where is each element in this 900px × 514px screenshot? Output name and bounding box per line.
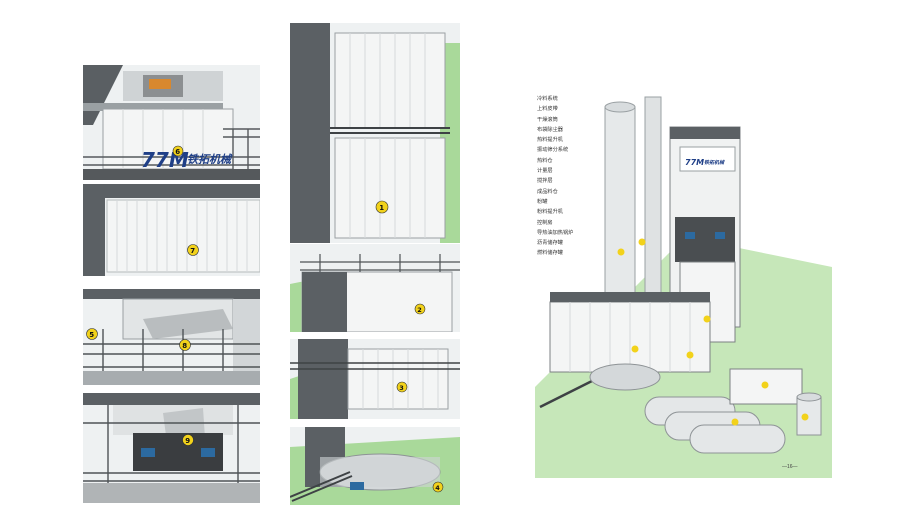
legend-item: 冷料系统 bbox=[537, 96, 558, 102]
page-number: —16— bbox=[782, 464, 798, 470]
legend-item: 计量层 bbox=[537, 168, 553, 175]
detail-panel-feed-belt: 2 bbox=[290, 244, 460, 332]
legend-item: 控制房 bbox=[537, 219, 553, 226]
legend-item: 燃料储存罐 bbox=[537, 250, 563, 257]
plant-overview-illustration: 77M 铁拓机械 bbox=[535, 87, 832, 478]
logo-text: 铁拓机械 bbox=[187, 153, 233, 166]
legend-item: 热料仓 bbox=[537, 157, 553, 164]
legend-item: 热料提升机 bbox=[537, 137, 563, 144]
detail-panel-dryer: 3 bbox=[290, 339, 460, 419]
legend-item: 沥青储存罐 bbox=[537, 240, 563, 247]
detail-panel-mixer-drive: 9 bbox=[83, 393, 260, 503]
detail-panel-cold-feed: 1 bbox=[290, 23, 460, 243]
legend-item: 粉罐 bbox=[537, 198, 548, 205]
legend-item: 导热油加热锅炉 bbox=[537, 229, 574, 236]
component-legend: 冷料系统 上料皮带 干燥滚筒 布袋除尘器 热料提升机 振动筛分系统 热料仓 计量… bbox=[537, 94, 573, 259]
legend-item: 上料皮带 bbox=[537, 106, 558, 113]
callout-8: 8 bbox=[182, 342, 187, 350]
callout-6: 6 bbox=[175, 148, 180, 156]
detail-panel-mixer-level: 5 8 bbox=[83, 289, 260, 385]
callout-9: 9 bbox=[185, 437, 190, 445]
callout-7: 7 bbox=[190, 247, 195, 255]
legend-item: 搅拌层 bbox=[537, 178, 553, 185]
legend-item: 振动筛分系统 bbox=[537, 147, 569, 154]
callout-2: 2 bbox=[417, 306, 422, 314]
legend-item: 布袋除尘器 bbox=[537, 126, 563, 133]
callout-5: 5 bbox=[89, 331, 94, 339]
detail-panel-hot-bin: 7 bbox=[83, 184, 260, 276]
legend-item: 粉料提升机 bbox=[537, 209, 563, 216]
legend-item: 成品料仓 bbox=[537, 188, 558, 195]
callout-4: 4 bbox=[435, 484, 440, 492]
legend-item: 干燥滚筒 bbox=[537, 116, 558, 123]
callout-1: 1 bbox=[379, 204, 384, 212]
overview-logo-mark: 77M bbox=[685, 158, 704, 167]
detail-panel-tower-top: 77M 铁拓机械 6 bbox=[83, 65, 260, 180]
callout-3: 3 bbox=[399, 384, 404, 392]
detail-panel-drum-burner: 4 bbox=[290, 427, 460, 505]
overview-logo-text: 铁拓机械 bbox=[704, 159, 725, 166]
